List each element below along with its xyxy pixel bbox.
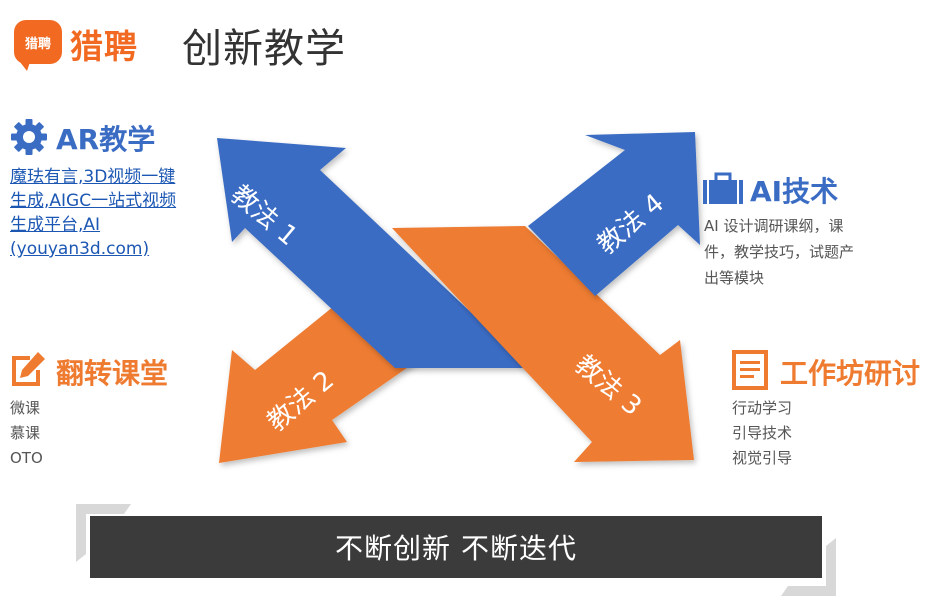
list-item: 视觉引导 (732, 449, 793, 467)
flip-section-title: 翻转课堂 (56, 357, 169, 390)
ar-link-list: 魔珐有言,3D视频一键 生成,AIGC一站式视频 生成平台,AI (youyan… (10, 165, 176, 261)
ai-description: AI 设计调研课纲，课 件，教学技巧，试题产 出等模块 (704, 213, 854, 291)
ar-link-line[interactable]: 生成,AIGC一站式视频 (10, 191, 177, 211)
list-item: OTO (10, 449, 43, 467)
slogan-banner: 不断创新 不断迭代 (90, 516, 822, 578)
gear-icon (11, 119, 47, 155)
ar-section-title: AR教学 (56, 123, 156, 156)
liepin-logo-badge: 猎聘 (14, 20, 62, 71)
edit-document-icon (12, 352, 45, 386)
flip-item-list: 微课 慕课 OTO (10, 396, 43, 471)
ar-link-line[interactable]: 魔珐有言,3D视频一键 (10, 167, 176, 187)
briefcase-icon (703, 172, 743, 204)
workshop-item-list: 行动学习 引导技术 视觉引导 (732, 396, 792, 471)
list-item: 引导技术 (732, 424, 793, 442)
ar-link-line[interactable]: (youyan3d.com) (10, 239, 150, 259)
workshop-section-title: 工作坊研讨 (780, 357, 921, 390)
banner-corner-bottom-right (781, 538, 836, 596)
list-item: 行动学习 (732, 399, 793, 417)
page-title: 创新教学 (182, 26, 346, 72)
liepin-logo-text: 猎聘 (70, 27, 138, 66)
ar-link-line[interactable]: 生成平台,AI (10, 215, 101, 235)
ai-desc-line: 出等模块 (704, 269, 765, 287)
list-item: 慕课 (10, 424, 41, 442)
notepad-icon (732, 350, 768, 390)
list-item: 微课 (10, 399, 41, 417)
arrow-method-1 (217, 138, 530, 368)
arrow-method-3 (392, 226, 694, 462)
banner-corner-top-left (76, 504, 131, 562)
ai-desc-line: AI 设计调研课纲，课 (704, 217, 844, 235)
arrow-method-4 (528, 132, 700, 296)
ai-desc-line: 件，教学技巧，试题产 (704, 243, 855, 261)
ai-section-title: AI技术 (750, 175, 839, 208)
